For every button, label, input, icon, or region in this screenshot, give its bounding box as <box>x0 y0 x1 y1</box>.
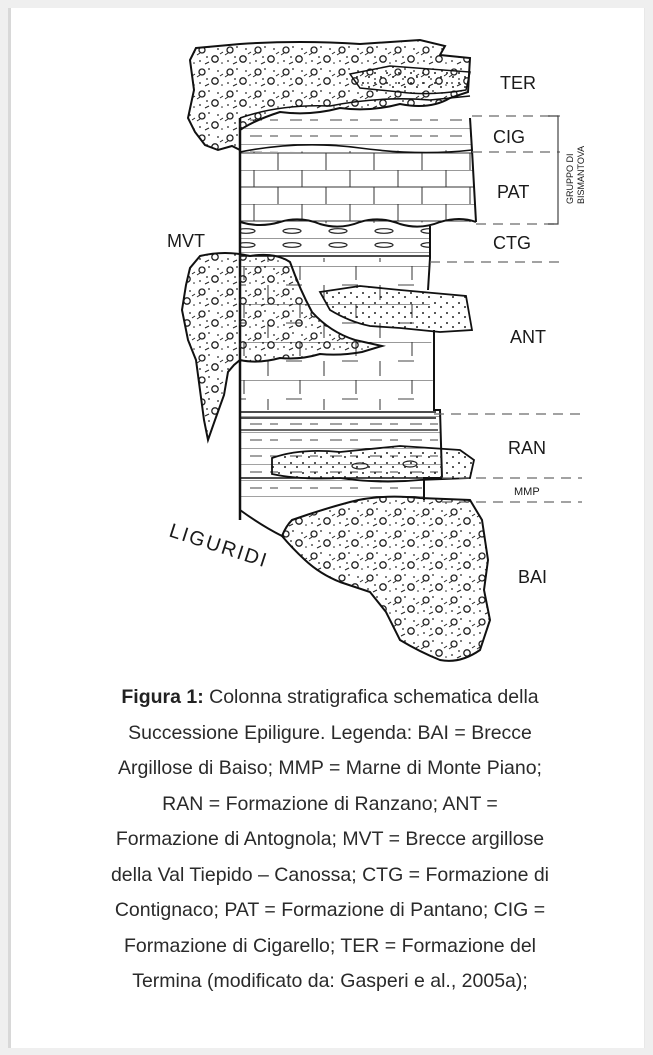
caption-line-7: Contignaco; PAT = Formazione di Pantano;… <box>20 893 640 929</box>
caption-line-9: Termina (modificato da: Gasperi e al., 2… <box>20 964 640 1000</box>
caption-line-4: RAN = Formazione di Ranzano; ANT = <box>20 787 640 823</box>
caption-line-3: Argillose di Baiso; MMP = Marne di Monte… <box>20 751 640 787</box>
label-bai: BAI <box>518 567 547 587</box>
figure-caption: Figura 1: Colonna stratigrafica schemati… <box>20 680 640 1000</box>
group-label-line1: GRUPPO DI <box>565 153 575 204</box>
label-ran: RAN <box>508 438 546 458</box>
label-pat: PAT <box>497 182 529 202</box>
layer-pat <box>240 150 476 224</box>
group-bracket <box>548 116 558 224</box>
label-cig: CIG <box>493 127 525 147</box>
label-ant: ANT <box>510 327 546 347</box>
label-mvt: MVT <box>167 231 205 251</box>
layer-ctg <box>240 226 430 256</box>
caption-figure-number: Figura 1: <box>121 686 203 708</box>
caption-line-5: Formazione di Antognola; MVT = Brecce ar… <box>20 822 640 858</box>
label-ctg: CTG <box>493 233 531 253</box>
label-mmp: MMP <box>514 486 540 498</box>
caption-line-8: Formazione di Cigarello; TER = Formazion… <box>20 929 640 965</box>
caption-line-2: Successione Epiligure. Legenda: BAI = Br… <box>20 716 640 752</box>
layer-bai <box>282 497 490 661</box>
label-liguridi: LIGURIDI <box>166 520 270 573</box>
label-ter: TER <box>500 73 536 93</box>
ter-sand-lens <box>350 66 470 94</box>
group-label-line2: BISMANTOVA <box>576 146 586 204</box>
ran-sand-lens <box>272 446 474 482</box>
caption-line-6: della Val Tiepido – Canossa; CTG = Forma… <box>20 858 640 894</box>
stratigraphic-column-drawing: GRUPPO DI BISMANTOVA TER CIG PAT CTG MVT… <box>0 0 653 680</box>
caption-line-1-text: Colonna stratigrafica schematica della <box>204 686 539 708</box>
stratigraphic-column-figure: GRUPPO DI BISMANTOVA TER CIG PAT CTG MVT… <box>0 0 653 680</box>
caption-line-1: Figura 1: Colonna stratigrafica schemati… <box>20 680 640 716</box>
